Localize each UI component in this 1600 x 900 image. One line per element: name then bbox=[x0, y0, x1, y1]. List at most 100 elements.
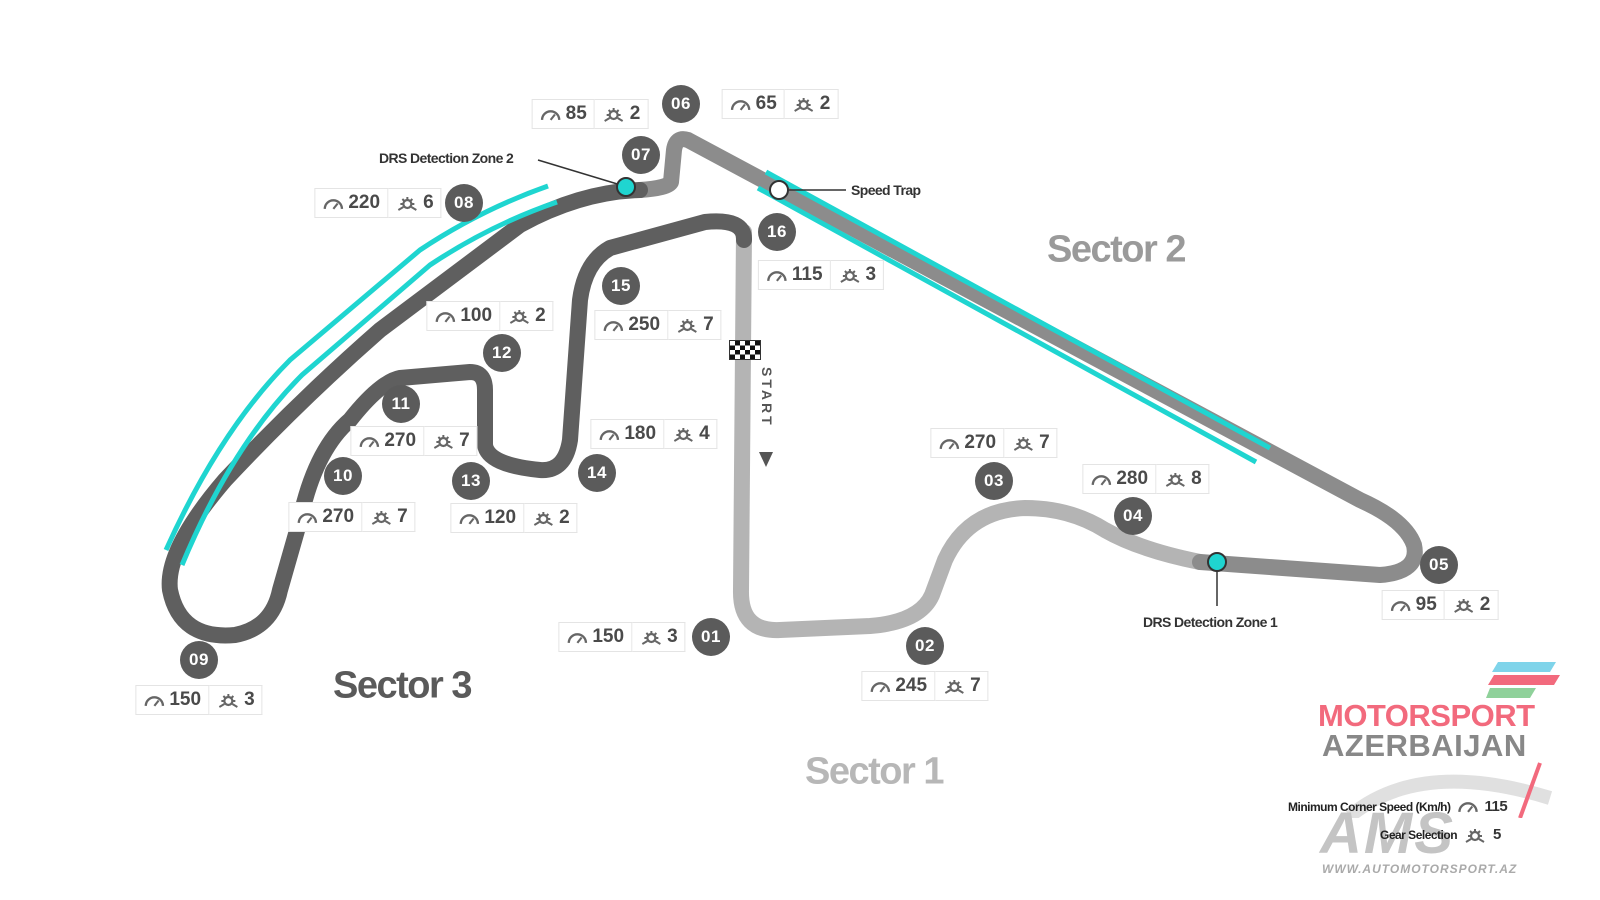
corner-speed: 270 bbox=[288, 502, 363, 532]
corner-gear: 6 bbox=[388, 188, 442, 218]
gauge-icon bbox=[938, 436, 960, 451]
corner-gear-value: 7 bbox=[1039, 432, 1050, 453]
corner-gear: 3 bbox=[830, 260, 885, 290]
corner-speed-value: 220 bbox=[348, 192, 381, 213]
corner-badge-11: 11 bbox=[382, 385, 420, 423]
corner-speed: 280 bbox=[1082, 464, 1157, 494]
corner-badge-02: 02 bbox=[906, 627, 944, 665]
logo-text-azerbaijan: AZERBAIJAN bbox=[1322, 728, 1527, 763]
drs-zone-sector3-inner bbox=[179, 199, 558, 566]
corner-gear: 2 bbox=[784, 89, 839, 119]
corner-gear-value: 2 bbox=[819, 93, 831, 114]
corner-speed: 65 bbox=[721, 89, 785, 119]
checkered-flag-icon bbox=[729, 340, 761, 360]
legend-gear-label: Gear Selection bbox=[1380, 827, 1458, 842]
gear-icon bbox=[1452, 597, 1476, 613]
gear-icon bbox=[792, 96, 816, 112]
drs-zone-sector3-outer bbox=[163, 183, 549, 552]
drs-detection-zone-1-label: DRS Detection Zone 1 bbox=[1143, 614, 1278, 630]
start-direction-arrow-icon bbox=[759, 452, 773, 467]
corner-badge-15: 15 bbox=[602, 267, 640, 305]
gear-icon bbox=[639, 629, 663, 645]
gauge-icon bbox=[730, 97, 752, 112]
speed-trap-label: Speed Trap bbox=[851, 182, 921, 198]
corner-gear-value: 7 bbox=[703, 314, 714, 335]
corner-speed: 270 bbox=[350, 426, 425, 456]
corner-speed-value: 100 bbox=[460, 305, 493, 326]
corner-gear-value: 6 bbox=[423, 192, 434, 213]
corner-gear: 7 bbox=[424, 426, 478, 456]
gear-icon bbox=[395, 195, 419, 211]
logo-url: WWW.AUTOMOTORSPORT.AZ bbox=[1322, 862, 1518, 876]
gear-icon bbox=[675, 317, 699, 333]
start-label: START bbox=[759, 367, 775, 428]
corner-gear-value: 2 bbox=[535, 305, 546, 326]
drs-detection-2-leader bbox=[537, 159, 625, 187]
gear-icon bbox=[838, 267, 862, 283]
corner-speed-value: 65 bbox=[755, 93, 777, 114]
corner-speed-value: 270 bbox=[384, 430, 417, 451]
corner-info-03: 270 7 bbox=[930, 428, 1058, 458]
corner-badge-07: 07 bbox=[622, 136, 660, 174]
corner-speed-value: 95 bbox=[1415, 594, 1437, 615]
corner-gear: 4 bbox=[664, 419, 718, 449]
corner-speed: 115 bbox=[757, 260, 831, 290]
corner-speed-value: 150 bbox=[169, 689, 202, 710]
corner-speed-value: 270 bbox=[322, 506, 355, 527]
corner-gear: 3 bbox=[209, 685, 263, 715]
legend-speed-value: 115 bbox=[1484, 798, 1508, 815]
corner-gear-value: 2 bbox=[629, 103, 641, 124]
corner-gear: 7 bbox=[935, 671, 989, 701]
legend-speed: Minimum Corner Speed (Km/h) 115 bbox=[1288, 798, 1508, 815]
corner-info-11: 270 7 bbox=[350, 426, 478, 456]
corner-gear-value: 8 bbox=[1191, 468, 1202, 489]
drs-zone-back-straight-inner bbox=[756, 185, 1258, 465]
corner-speed: 270 bbox=[930, 428, 1005, 458]
gear-icon bbox=[531, 510, 555, 526]
gauge-icon bbox=[566, 630, 588, 645]
corner-speed: 220 bbox=[314, 188, 389, 218]
corner-gear-value: 2 bbox=[1479, 594, 1491, 615]
gauge-icon bbox=[602, 318, 624, 333]
corner-gear-value: 3 bbox=[667, 626, 678, 647]
gauge-icon bbox=[322, 196, 344, 211]
drs-detection-1-marker bbox=[1207, 552, 1227, 572]
corner-badge-03: 03 bbox=[975, 462, 1013, 500]
gauge-icon bbox=[540, 107, 562, 122]
corner-badge-12: 12 bbox=[483, 334, 521, 372]
track-sector-1 bbox=[733, 224, 1208, 639]
gear-icon bbox=[1463, 827, 1487, 843]
track-sector-3 bbox=[161, 182, 752, 644]
corner-speed: 95 bbox=[1381, 590, 1445, 620]
legend-gear-value: 5 bbox=[1493, 826, 1501, 843]
gauge-icon bbox=[1390, 598, 1412, 613]
logo-text-motorsport: MOTORSPORT bbox=[1318, 698, 1535, 733]
corner-gear: 3 bbox=[632, 622, 686, 652]
gear-icon bbox=[216, 692, 240, 708]
corner-speed-value: 120 bbox=[484, 507, 517, 528]
motorsport-azerbaijan-logo: MOTORSPORT AZERBAIJAN AMS WWW.AUTOMOTORS… bbox=[1288, 660, 1590, 890]
gear-icon bbox=[1011, 435, 1035, 451]
corner-info-06: 65 2 bbox=[721, 89, 839, 119]
legend-gear: Gear Selection 5 bbox=[1380, 826, 1501, 843]
gauge-icon bbox=[869, 679, 891, 694]
corner-speed: 120 bbox=[450, 503, 525, 533]
corner-speed: 245 bbox=[861, 671, 936, 701]
gauge-icon bbox=[598, 427, 620, 442]
corner-gear: 7 bbox=[1004, 428, 1058, 458]
corner-gear: 8 bbox=[1156, 464, 1210, 494]
corner-gear-value: 7 bbox=[459, 430, 470, 451]
corner-badge-06: 06 bbox=[662, 85, 700, 123]
gauge-icon bbox=[1090, 472, 1112, 487]
gear-icon bbox=[671, 426, 695, 442]
